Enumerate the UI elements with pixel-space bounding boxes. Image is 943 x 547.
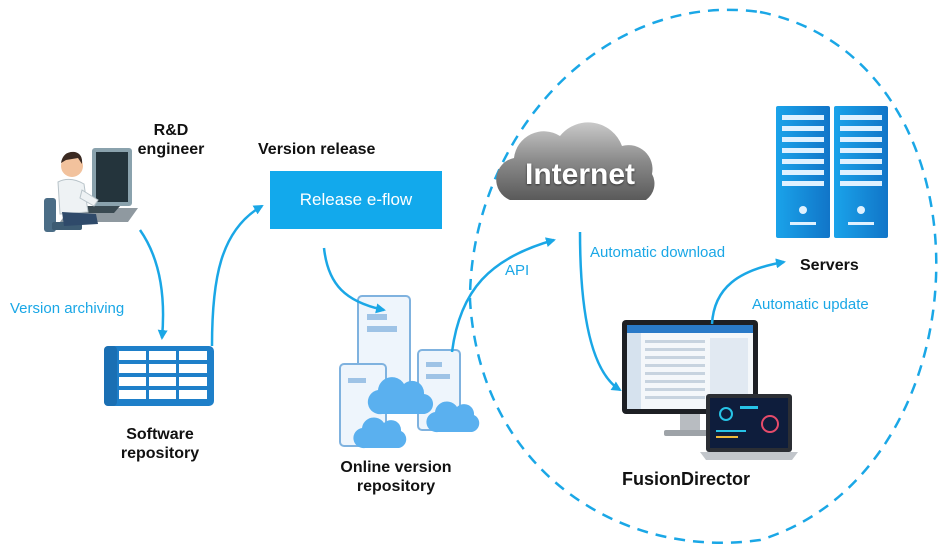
release-eflow-box: Release e-flow bbox=[270, 171, 442, 229]
arrow-repository-to-release bbox=[210, 204, 264, 347]
software-repository-line1: Software bbox=[126, 426, 194, 443]
online-repository-line2: repository bbox=[356, 478, 436, 495]
engineer-label-line2: engineer bbox=[137, 141, 205, 158]
automatic-download-label: Automatic download bbox=[590, 244, 726, 261]
version-release-label: Version release bbox=[258, 141, 376, 158]
online-repository-label: Online version repository bbox=[326, 458, 466, 496]
release-eflow-label: Release e-flow bbox=[299, 190, 413, 209]
servers-icon bbox=[776, 106, 888, 238]
arrow-engineer-to-repository bbox=[138, 229, 168, 340]
fusiondirector-devices-icon bbox=[622, 320, 798, 460]
software-repository-line2: repository bbox=[120, 445, 200, 462]
online-repository-icon bbox=[339, 295, 480, 449]
internet-label: Internet bbox=[524, 158, 635, 191]
software-repository-icon bbox=[104, 346, 214, 406]
software-repository-label: Software repository bbox=[100, 425, 220, 463]
automatic-update-label: Automatic update bbox=[752, 296, 869, 313]
fusiondirector-label: FusionDirector bbox=[622, 469, 751, 489]
arrow-internet-to-fusiondirector bbox=[578, 231, 622, 392]
engineer-label-line1: R&D bbox=[153, 122, 189, 139]
version-archiving-label: Version archiving bbox=[10, 300, 125, 317]
servers-label: Servers bbox=[800, 257, 859, 274]
engineer-label: R&D engineer bbox=[126, 121, 216, 159]
api-label: API bbox=[505, 262, 530, 279]
arrow-online-repo-to-internet bbox=[450, 237, 556, 353]
internet-cloud-icon bbox=[496, 122, 655, 200]
arrow-fusiondirector-to-servers bbox=[710, 258, 786, 325]
online-repository-line1: Online version bbox=[340, 459, 452, 476]
network-boundary-circle bbox=[468, 8, 938, 544]
arrow-release-to-online-repo bbox=[322, 247, 386, 314]
engineer-icon bbox=[44, 148, 138, 232]
